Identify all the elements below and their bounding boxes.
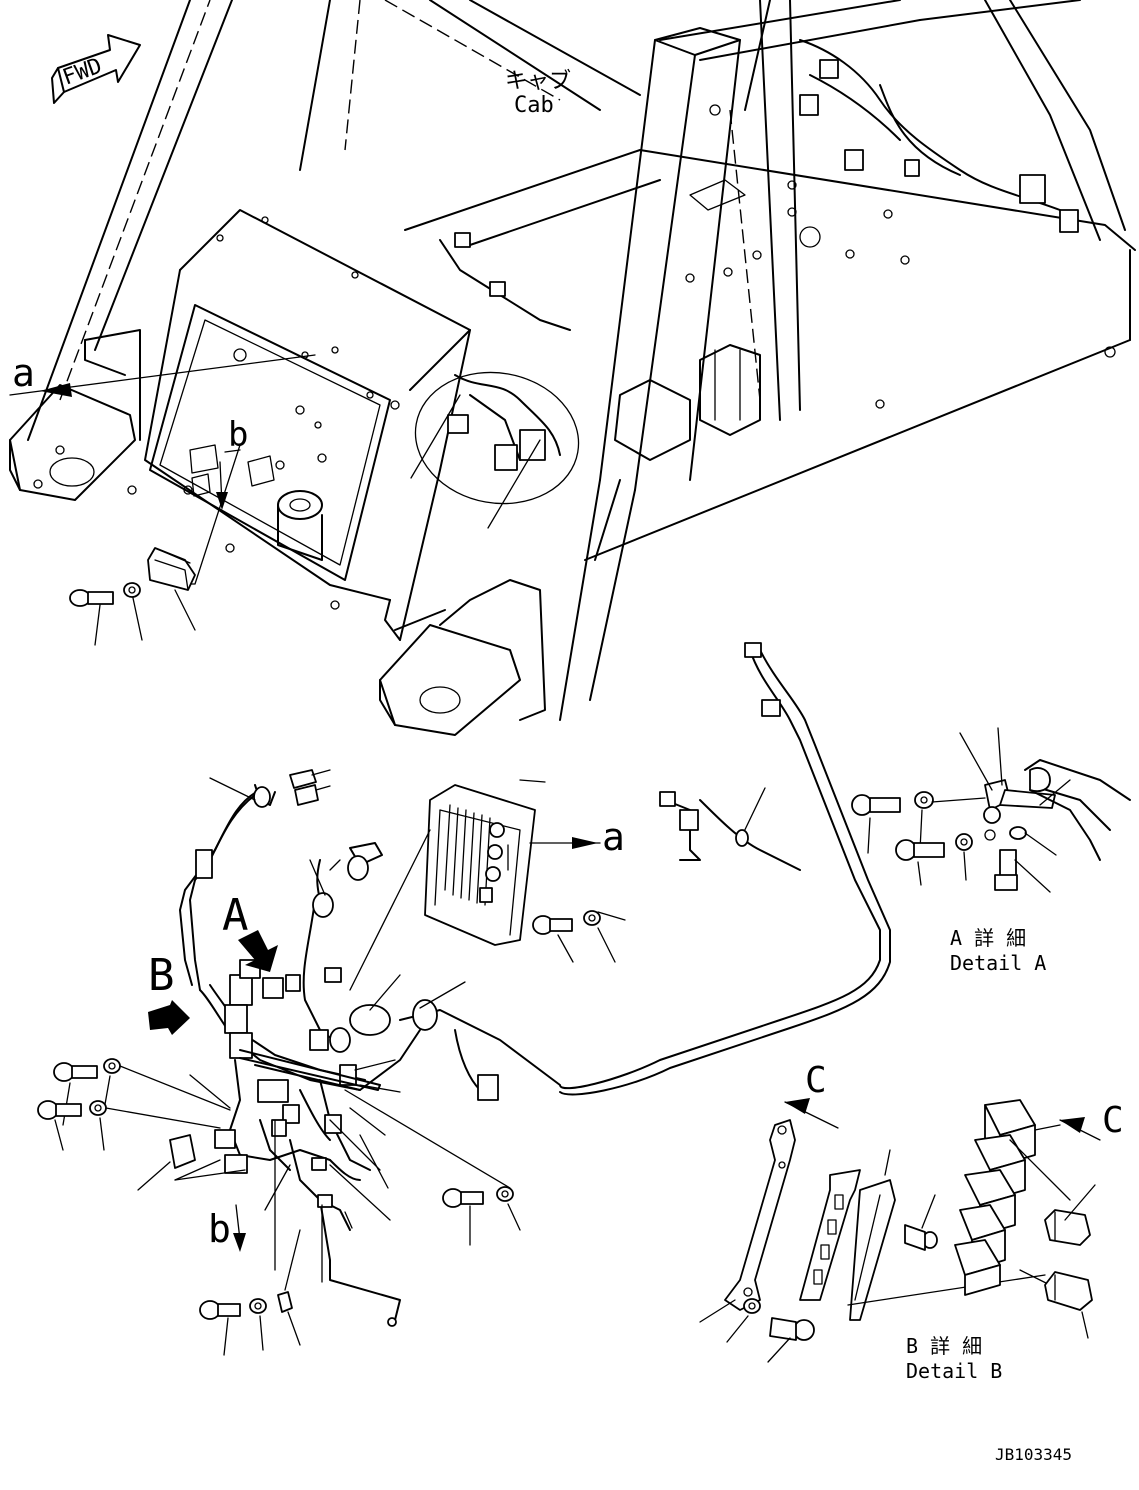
washer-ecu [583,910,626,963]
callout-a-top: a [12,351,35,395]
callout-a-ecu: a [602,815,625,859]
callout-A-view: A [222,890,249,941]
detail-b [699,1098,1101,1363]
bolt-bottom [199,1300,241,1356]
washer-top [123,582,143,641]
lower-leaders [189,777,466,1283]
relay-stack [954,1099,1071,1296]
bolt-left-2 [37,1100,82,1151]
callout-B-view: B [148,950,175,1001]
bolt-right-lower [442,1188,484,1246]
cab-label-jp: キャブ [505,69,571,94]
washer-left-1 [103,1058,231,1111]
callout-b-top: b [228,415,248,455]
detail-a-en: Detail A [950,951,1046,975]
main-harness [179,642,891,1327]
callout-c-right: C [1102,1100,1124,1141]
cab-label-en: Cab [514,93,554,118]
ecu-controller [349,779,601,991]
relay-top [147,547,196,631]
detail-a [851,727,1131,893]
clip-bottom [277,1229,301,1346]
detail-a-jp: A 詳 細 [950,926,1026,950]
bolt-ecu [532,915,574,963]
callout-b-bottom: b [208,1207,231,1251]
bolt-left-1 [53,1062,98,1126]
washer-bottom [249,1298,267,1351]
washer-left-2 [89,1100,221,1151]
top-leaders [9,354,541,585]
grommet [137,1134,246,1191]
fwd-arrow-icon: FWD [51,34,141,104]
bulb-sockets [289,769,383,881]
drawing-id: JB103345 [995,1445,1072,1464]
cab-harness [414,39,1079,505]
cab-frame [9,0,1136,736]
washer-right-lower [344,1089,521,1231]
view-arrows [148,930,278,1252]
callout-c-left: C [805,1060,827,1101]
detail-b-jp: B 詳 細 [906,1334,982,1358]
detail-b-en: Detail B [906,1359,1002,1383]
fwd-label: FWD [60,54,106,91]
bolt-top [69,589,114,646]
